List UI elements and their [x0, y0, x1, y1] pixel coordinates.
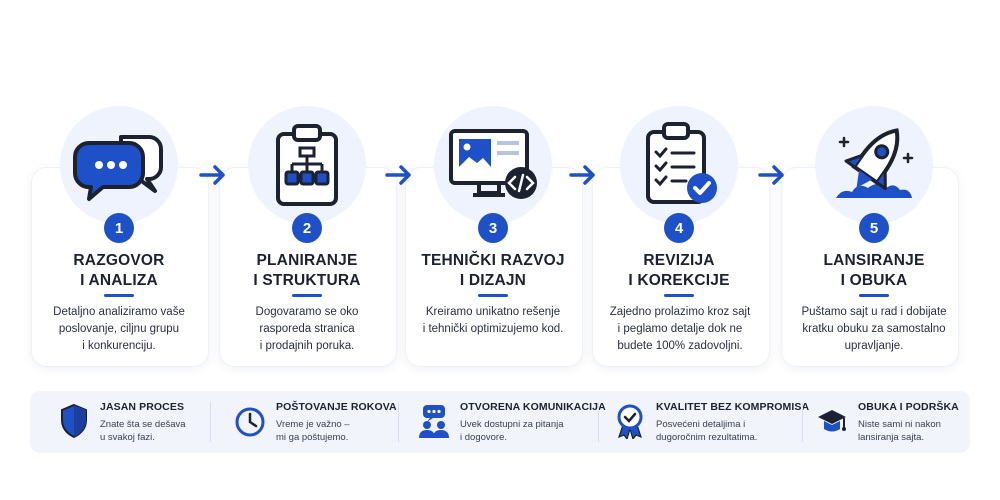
- feature-title-2: POŠTOVANJE ROKOVA: [276, 401, 397, 413]
- clock-icon: [235, 407, 265, 437]
- step-4-icon-circle: [620, 106, 738, 224]
- step-divider-1: [104, 294, 134, 297]
- feature-desc-1: Znate šta se dešava u svakoj fazi.: [100, 419, 186, 443]
- step-title-1: RAZGOVOR I ANALIZA: [73, 252, 165, 289]
- clipboard-sitemap-icon: [276, 124, 338, 206]
- step-number-4: 4: [664, 213, 694, 243]
- step-desc-2: Dogovaramo se oko rasporeda stranica i p…: [255, 306, 359, 352]
- step-desc-3: Kreiramo unikatno rešenje i tehnički opt…: [422, 306, 564, 335]
- arrow-right-icon: [569, 165, 595, 185]
- step-title-2: PLANIRANJE I STRUKTURA: [253, 252, 361, 289]
- step-desc-1: Detaljno analiziramo vaše poslovanje, ci…: [53, 306, 185, 352]
- step-3-icon-circle: [434, 106, 552, 224]
- feature-title-4: KVALITET BEZ KOMPROMISA: [656, 401, 810, 413]
- arrow-right-icon: [385, 165, 411, 185]
- quality-badge-icon: [617, 404, 643, 439]
- rocket-icon: [836, 128, 914, 198]
- step-number-3: 3: [478, 213, 508, 243]
- graduation-cap-icon: [818, 410, 846, 432]
- feature-title-5: OBUKA I PODRŠKA: [858, 401, 959, 413]
- step-divider-3: [478, 294, 508, 297]
- feature-title-3: OTVORENA KOMUNIKACIJA: [460, 401, 606, 413]
- feature-desc-2: Vreme je važno – mi ga poštujemo.: [276, 419, 350, 443]
- team-chat-icon: [419, 405, 449, 438]
- step-1-icon-circle: [60, 106, 178, 224]
- feature-item-4: KVALITET BEZ KOMPROMISA Posvećeni detalj…: [614, 399, 809, 447]
- checklist-icon: [646, 122, 717, 204]
- feature-title-1: JASAN PROCES: [100, 401, 185, 413]
- feature-item-1: JASAN PROCES Znate šta se dešava u svako…: [58, 399, 208, 447]
- step-desc-4: Zajedno prolazimo kroz sajt i peglamo de…: [609, 306, 751, 352]
- arrow-right-icon: [199, 165, 225, 185]
- feature-item-2: POŠTOVANJE ROKOVA Vreme je važno – mi ga…: [234, 399, 397, 447]
- feature-divider: [598, 402, 599, 442]
- step-5-icon-circle: [815, 106, 933, 224]
- step-number-2: 2: [292, 213, 322, 243]
- chat-bubbles-icon: [72, 135, 163, 201]
- feature-divider: [398, 402, 399, 442]
- shield-icon: [61, 403, 87, 439]
- step-divider-2: [292, 294, 322, 297]
- monitor-code-icon: [449, 129, 537, 199]
- step-divider-4: [664, 294, 694, 297]
- feature-divider: [802, 402, 803, 442]
- step-title-3: TEHNIČKI RAZVOJ I DIZAJN: [421, 252, 565, 289]
- feature-desc-4: Posvećeni detaljima i dugoročnim rezulta…: [656, 419, 758, 443]
- step-title-4: REVIZIJA I KOREKCIJE: [628, 252, 730, 289]
- arrow-right-icon: [758, 165, 784, 185]
- feature-desc-3: Uvek dostupni za pitanja i dogovore.: [460, 419, 564, 443]
- features-bar: [30, 391, 970, 453]
- step-number-5: 5: [859, 213, 889, 243]
- step-2-icon-circle: [248, 106, 366, 224]
- feature-desc-5: Niste sami ni nakon lansiranja sajta.: [858, 419, 941, 443]
- feature-item-5: OBUKA I PODRŠKA Niste sami ni nakon lans…: [816, 399, 966, 447]
- step-number-1: 1: [104, 213, 134, 243]
- step-divider-5: [859, 294, 889, 297]
- step-desc-5: Puštamo sajt u rad i dobijate kratku obu…: [801, 306, 947, 352]
- feature-divider: [210, 402, 211, 442]
- step-title-5: LANSIRANJE I OBUKA: [823, 252, 925, 289]
- feature-item-3: OTVORENA KOMUNIKACIJA Uvek dostupni za p…: [418, 399, 606, 447]
